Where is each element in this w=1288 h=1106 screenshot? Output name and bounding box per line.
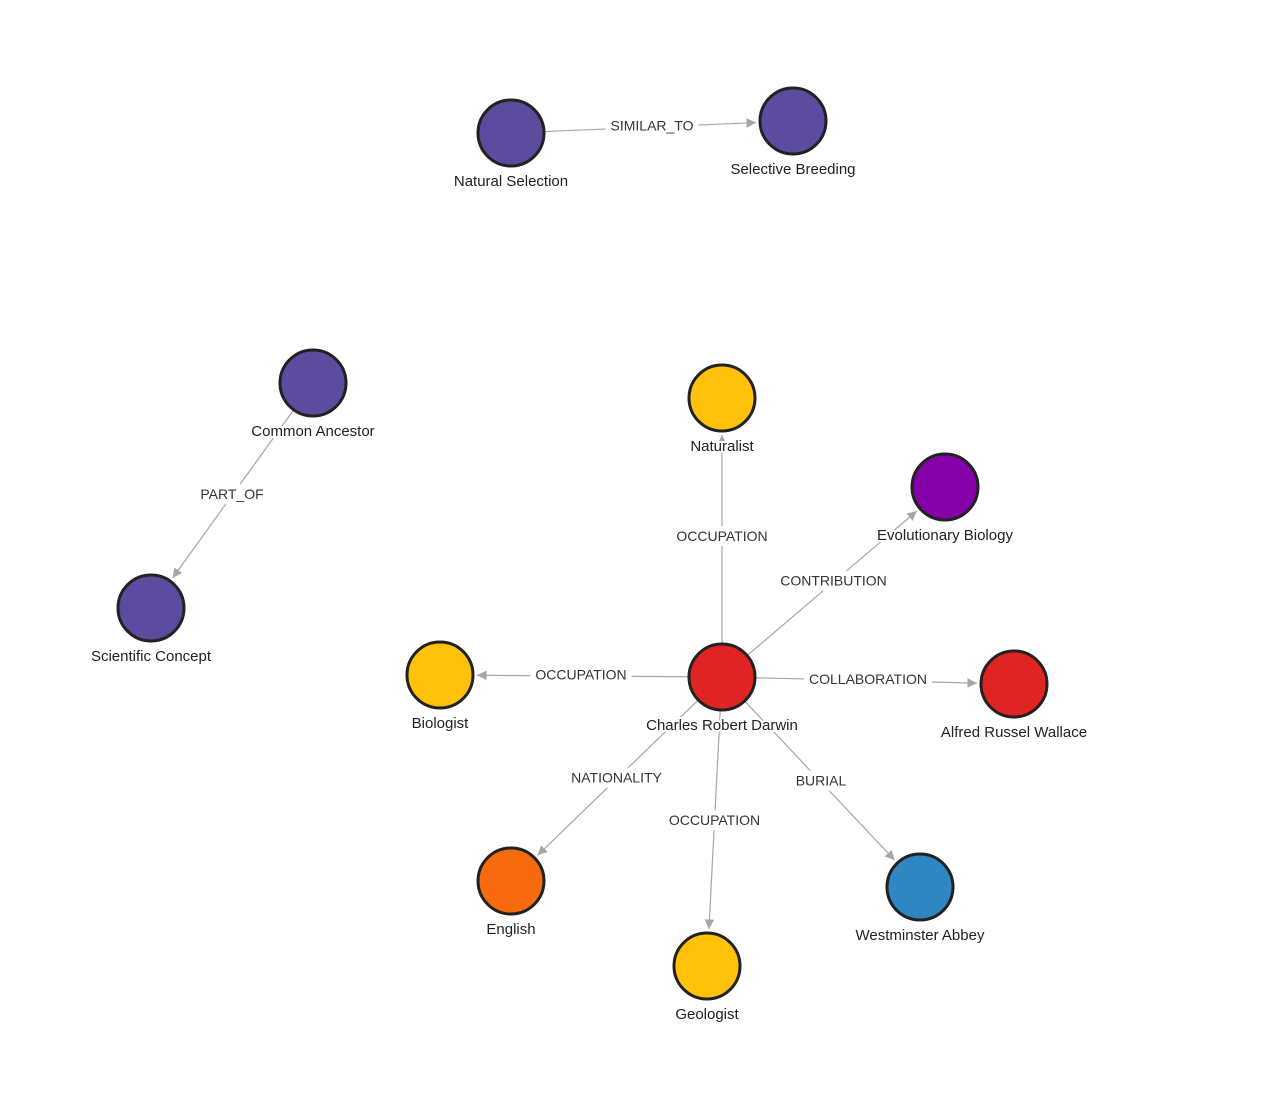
node-label-alfred-russel-wallace: Alfred Russel Wallace	[941, 724, 1087, 741]
node-evolutionary-biology[interactable]	[910, 452, 980, 522]
relationship-label[interactable]: PART_OF	[199, 485, 265, 504]
relationship-label-background	[790, 770, 852, 791]
node-westminster-abbey[interactable]	[885, 852, 955, 922]
relationship-label-background	[671, 526, 773, 547]
node-label-evolutionary-biology: Evolutionary Biology	[877, 527, 1013, 544]
node-geologist[interactable]	[672, 931, 742, 1001]
relationship-label-background	[566, 767, 668, 788]
relationship-label-background	[195, 484, 269, 505]
node-label-natural-selection: Natural Selection	[454, 173, 568, 190]
relationship-label[interactable]: OCCUPATION	[667, 811, 761, 830]
node-naturalist[interactable]	[687, 363, 757, 433]
node-selective-breeding[interactable]	[758, 86, 828, 156]
node-label-charles-robert-darwin: Charles Robert Darwin	[646, 717, 798, 734]
node-label-geologist: Geologist	[675, 1006, 739, 1023]
node-english[interactable]	[476, 846, 546, 916]
relationship-label[interactable]: COLLABORATION	[808, 670, 929, 689]
node-label-common-ancestor: Common Ancestor	[251, 423, 374, 440]
relationship-label-background	[775, 570, 892, 591]
relationship-label[interactable]: CONTRIBUTION	[779, 571, 889, 590]
relationship-label-background	[530, 664, 632, 685]
node-label-scientific-concept: Scientific Concept	[91, 648, 212, 665]
node-label-biologist: Biologist	[412, 715, 470, 732]
node-common-ancestor[interactable]	[278, 348, 348, 418]
relationship-label[interactable]: SIMILAR_TO	[609, 116, 695, 135]
node-charles-robert-darwin[interactable]	[687, 642, 757, 712]
node-scientific-concept[interactable]	[116, 573, 186, 643]
relationship-label-background	[804, 669, 932, 690]
node-biologist[interactable]	[405, 640, 475, 710]
node-alfred-russel-wallace[interactable]	[979, 649, 1049, 719]
relationship-label[interactable]: OCCUPATION	[675, 527, 769, 546]
node-label-english: English	[486, 921, 535, 938]
relationship-label-background	[663, 810, 766, 831]
node-label-selective-breeding: Selective Breeding	[730, 161, 855, 178]
relationship-label[interactable]: NATIONALITY	[570, 768, 664, 787]
node-label-naturalist: Naturalist	[690, 438, 754, 455]
node-natural-selection[interactable]	[476, 98, 546, 168]
node-label-westminster-abbey: Westminster Abbey	[856, 927, 985, 944]
relationship-label-background	[605, 115, 699, 136]
relationship-label[interactable]: OCCUPATION	[534, 665, 628, 684]
relationship-label[interactable]: BURIAL	[794, 771, 848, 790]
